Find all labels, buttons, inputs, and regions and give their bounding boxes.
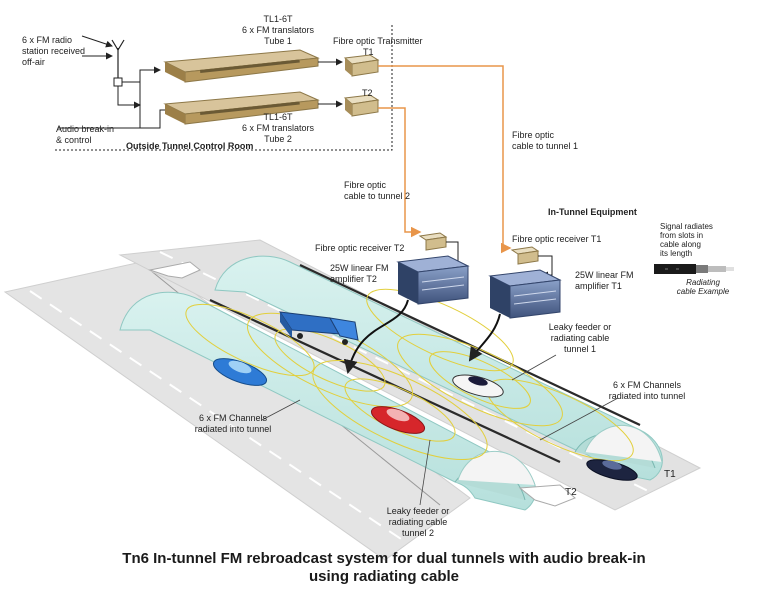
fibre-cable-t2 (378, 107, 422, 238)
label-audio-breakin: Audio break-in& control (56, 124, 115, 145)
amp-t2-to-feeder (343, 299, 409, 374)
caption-line-2: using radiating cable (308, 568, 460, 585)
label-tunnel-t1: T1 (664, 469, 676, 480)
fo-receiver-t2 (418, 232, 448, 251)
fm-input-arrow (81, 35, 113, 48)
amplifier-t1 (488, 269, 562, 319)
leader-leaky-t2 (419, 439, 431, 506)
label-fo-transmitter: Fibre optic Transmitter (333, 36, 423, 46)
label-t1-tx: T1 (363, 47, 374, 57)
car-white (452, 374, 504, 398)
translator-tube-2 (163, 91, 320, 125)
label-fo-receiver-t2: Fibre optic receiver T2 (315, 243, 405, 253)
translator-tube-1 (163, 49, 320, 83)
tunnel-2-portal (457, 450, 536, 486)
fo-transmitter-t1 (343, 54, 380, 77)
leader-fmch-t2 (261, 399, 301, 421)
car-dark (586, 459, 638, 481)
road-arrow-left (148, 261, 201, 279)
feed-to-tube1 (122, 66, 161, 83)
label-tunnel-t2: T2 (565, 487, 577, 498)
feed-to-tube2 (117, 86, 141, 109)
road-arrow-t2 (518, 484, 576, 507)
amplifier-t2 (396, 255, 470, 305)
leader-fmch-t1 (539, 397, 619, 441)
antenna-icon (111, 39, 125, 78)
caption-line-1: Tn6 In-tunnel FM rebroadcast system for … (122, 550, 646, 567)
label-in-tunnel-equipment: In-Tunnel Equipment (548, 207, 637, 217)
road-tunnel-1 (118, 239, 702, 511)
car-red (370, 406, 426, 434)
radiating-cable-example (654, 264, 734, 274)
label-control-room: Outside Tunnel Control Room (126, 141, 254, 151)
label-fo-receiver-t1: Fibre optic receiver T1 (512, 234, 602, 244)
fibre-cable-t1 (378, 65, 512, 254)
leader-leaky-t1 (511, 354, 557, 381)
label-t2-tx: T2 (362, 88, 373, 98)
fo-transmitter-t2 (343, 94, 380, 117)
car-blue (212, 358, 268, 386)
truck (278, 311, 359, 345)
tunnel-1-portal (584, 425, 663, 463)
fo-receiver-t1 (510, 246, 540, 265)
amp-t1-to-feeder (468, 313, 501, 362)
splitter (113, 77, 123, 87)
